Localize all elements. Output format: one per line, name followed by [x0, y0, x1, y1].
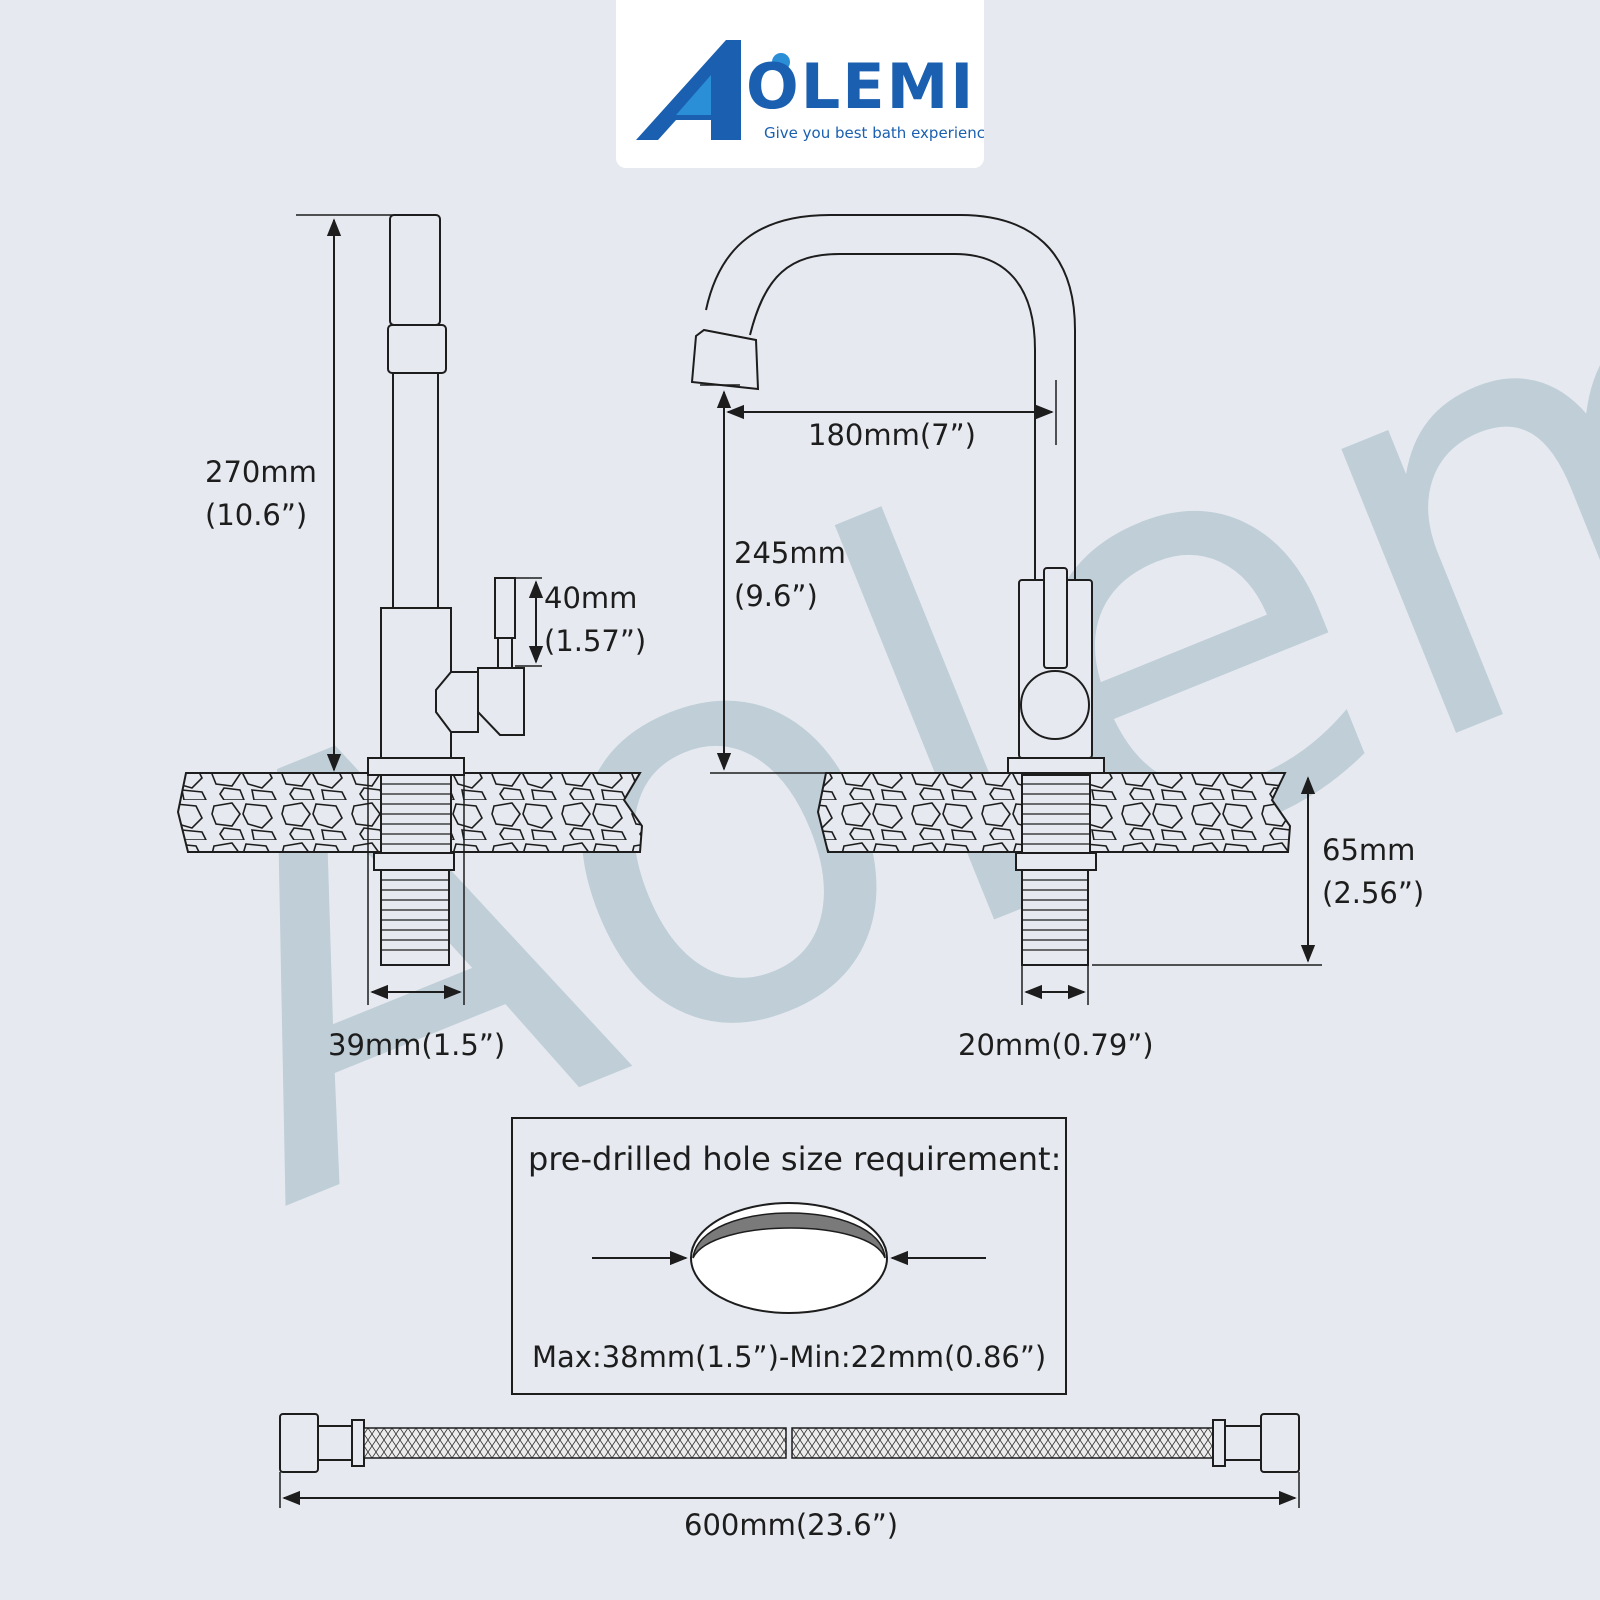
reach-label: 180mm(7”) [808, 418, 976, 452]
shank-thread-left [381, 783, 451, 951]
handle-label-mm: 40mm [544, 581, 637, 615]
brand-tagline: Give you best bath experience [764, 124, 984, 142]
height-label-mm: 270mm [205, 455, 317, 489]
hose-length-label: 600mm(23.6”) [684, 1508, 898, 1542]
supply-hose [279, 1413, 1300, 1508]
shank-length-label-mm: 65mm [1322, 833, 1415, 867]
logo-bubble-icon [772, 53, 790, 71]
shank-thread-right [1022, 783, 1090, 951]
hole-requirement-box [511, 1117, 1067, 1395]
hole-box-title: pre-drilled hole size requirement: [528, 1140, 1061, 1178]
front-view [690, 214, 1322, 1005]
side-view [176, 214, 644, 1005]
logo-card: OLEMI Give you best bath experience [616, 0, 984, 168]
height-label-in: (10.6”) [205, 498, 307, 532]
brand-name: OLEMI [746, 50, 975, 123]
logo-a-mark [636, 40, 741, 140]
base-width-label: 39mm(1.5”) [328, 1028, 505, 1062]
spout-height-label-mm: 245mm [734, 536, 846, 570]
shank-width-label: 20mm(0.79”) [958, 1028, 1154, 1062]
shank-length-label-in: (2.56”) [1322, 876, 1424, 910]
handle-label-in: (1.57”) [544, 624, 646, 658]
brand-logo: OLEMI Give you best bath experience [636, 40, 984, 142]
spout-height-label-in: (9.6”) [734, 579, 818, 613]
hole-size-range: Max:38mm(1.5”)-Min:22mm(0.86”) [532, 1340, 1046, 1374]
